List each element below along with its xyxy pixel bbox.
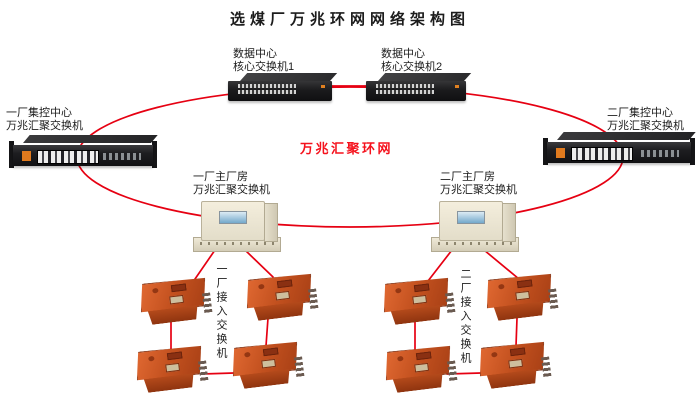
- core-switch-2-label-line1: 数据中心: [381, 48, 425, 60]
- plant1-access-left-line: [194, 249, 216, 280]
- display-screen: [219, 211, 247, 224]
- core-switch-2-label: 数据中心 核心交换机2: [381, 48, 442, 74]
- agg-switch-2-label-line1: 二厂集控中心: [607, 107, 673, 119]
- agg-switch-1-label-line2: 万兆汇聚交换机: [6, 120, 83, 132]
- core-switch-2-label-line2: 核心交换机2: [381, 61, 443, 73]
- core-switch-1-label-line2: 核心交换机1: [233, 61, 295, 73]
- label-plate: [165, 362, 181, 373]
- plant-switch-1-label-line2: 万兆汇聚交换机: [193, 184, 270, 196]
- switch-top-panel: [378, 73, 472, 81]
- ring-ellipse: [76, 86, 624, 228]
- plant-switch-2-device: [431, 198, 519, 252]
- rj45-port-block: [571, 147, 633, 161]
- access-switch-1-4-device: [229, 340, 305, 394]
- agg-switch-2-label-line2: 万兆汇聚交换机: [607, 120, 684, 132]
- core-switch-1-label-line1: 数据中心: [233, 48, 277, 60]
- plant-switch-2-label-line1: 二厂主厂房: [440, 171, 495, 183]
- ring-label: 万兆汇聚环网: [300, 141, 394, 156]
- brand-tag: [22, 151, 31, 161]
- plant2-access-left-line: [427, 249, 453, 282]
- flange-bolts: [438, 242, 512, 245]
- rack-ear: [9, 141, 14, 168]
- diagram-title: 选煤厂万兆环网网络架构图: [229, 12, 470, 28]
- rack-ear: [152, 141, 157, 168]
- access-switch-1-1-device: [137, 276, 213, 330]
- switch-led: [321, 85, 325, 88]
- switch-port-row: [376, 90, 434, 94]
- plant-switch-2-label-line2: 万兆汇聚交换机: [440, 184, 517, 196]
- flange-bolts: [200, 242, 274, 245]
- label-plate: [275, 290, 291, 301]
- switch-top-panel: [240, 73, 338, 81]
- core-switch-1-label: 数据中心 核心交换机1: [233, 48, 294, 74]
- access-switch-2-1-device: [380, 276, 456, 330]
- switch-top-panel: [23, 135, 158, 143]
- label-plate: [414, 362, 430, 373]
- switch-port-row: [238, 84, 296, 88]
- label-plate: [508, 358, 524, 369]
- sfp-port-block: [641, 150, 679, 157]
- core-switch-2-device: [366, 73, 472, 101]
- agg-switch-2-device: [543, 132, 696, 165]
- sfp-port-block: [103, 153, 141, 160]
- access1-right-vert-line: [265, 317, 269, 347]
- switch-front-panel: [228, 81, 332, 101]
- switch-front-panel: [366, 81, 466, 101]
- plant2-access-right-line: [483, 249, 520, 280]
- label-plate: [169, 294, 185, 305]
- rj45-port-block: [37, 150, 99, 164]
- access-group-2-label: 二厂接入交换机: [459, 268, 471, 366]
- agg-switch-1-device: [9, 135, 158, 168]
- switch-port-row: [376, 84, 434, 88]
- label-plate: [412, 294, 428, 305]
- access-switch-2-2-device: [483, 272, 559, 326]
- rack-ear: [690, 138, 695, 165]
- enclosure-side-box: [502, 203, 516, 242]
- label-plate: [261, 358, 277, 369]
- brand-tag: [556, 148, 565, 158]
- switch-front-panel: [547, 142, 691, 163]
- plant-switch-1-label: 一厂主厂房 万兆汇聚交换机: [193, 171, 270, 197]
- enclosure-side-box: [264, 203, 278, 242]
- agg-switch-2-label: 二厂集控中心 万兆汇聚交换机: [607, 107, 684, 133]
- access-switch-1-3-device: [133, 344, 209, 398]
- enclosure-body: [439, 201, 503, 241]
- display-screen: [457, 211, 485, 224]
- plant-switch-2-label: 二厂主厂房 万兆汇聚交换机: [440, 171, 517, 197]
- switch-top-panel: [557, 132, 696, 140]
- plant-switch-1-device: [193, 198, 281, 252]
- switch-front-panel: [13, 145, 153, 166]
- agg-switch-1-label-line1: 一厂集控中心: [6, 107, 72, 119]
- switch-led: [455, 85, 459, 88]
- label-plate: [515, 290, 531, 301]
- enclosure-body: [201, 201, 265, 241]
- rack-ear: [543, 138, 548, 165]
- access-switch-2-3-device: [382, 344, 458, 398]
- access2-right-vert-line: [515, 317, 518, 347]
- plant-switch-1-label-line1: 一厂主厂房: [193, 171, 248, 183]
- switch-port-row: [238, 90, 296, 94]
- core-switch-1-device: [228, 73, 338, 101]
- access-switch-2-4-device: [476, 340, 552, 394]
- agg-switch-1-label: 一厂集控中心 万兆汇聚交换机: [6, 107, 83, 133]
- plant1-access-right-line: [244, 249, 274, 278]
- access-group-1-label: 一厂接入交换机: [215, 263, 227, 361]
- access-switch-1-2-device: [243, 272, 319, 326]
